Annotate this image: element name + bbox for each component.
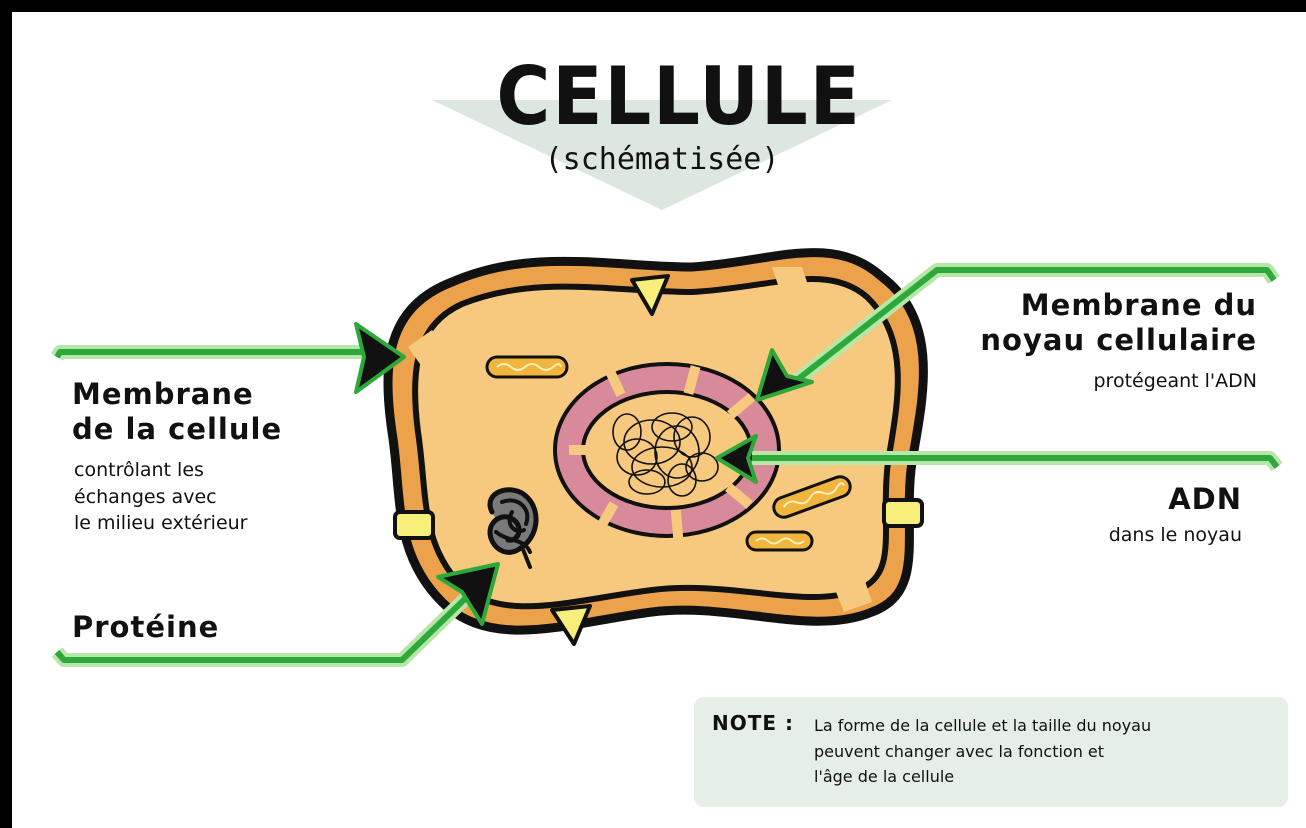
mitochondrion [747,532,812,550]
note-text: La forme de la cellule et la taille du n… [814,713,1274,790]
nucleus-membrane-title-line2: noyau cellulaire [912,323,1257,358]
protein-title: Protéine [72,610,219,645]
note-line2: peuvent changer avec la fonction et [814,739,1274,765]
mitochondrion [487,357,567,377]
cell-membrane-desc-line2: échanges avec [74,484,248,511]
nucleus-membrane-title-line1: Membrane du [912,288,1257,323]
cell-membrane-title-line2: de la cellule [72,412,282,447]
note-line1: La forme de la cellule et la taille du n… [814,713,1274,739]
note-label: NOTE : [712,711,794,735]
membrane-channel [395,512,433,538]
cell-membrane-desc-line1: contrôlant les [74,457,248,484]
note-box: NOTE : La forme de la cellule et la tail… [694,697,1288,807]
cell-membrane-desc-line3: le milieu extérieur [74,510,248,537]
page-subtitle: (schématisée) [482,142,842,177]
cell-membrane-description: contrôlant les échanges avec le milieu e… [74,457,248,537]
diagram-frame: CELLULE (schématisée) Membrane de la cel… [12,12,1306,828]
nucleus-membrane-description: protégeant l'ADN [912,368,1257,395]
cell-membrane-title: Membrane de la cellule [72,377,282,447]
page-title: CELLULE [496,57,827,137]
note-line3: l'âge de la cellule [814,764,1274,790]
cell-membrane-title-line1: Membrane [72,377,282,412]
dna-description: dans le noyau [912,522,1242,549]
dna-title: ADN [912,482,1242,517]
nucleus-membrane-title: Membrane du noyau cellulaire [912,288,1257,358]
